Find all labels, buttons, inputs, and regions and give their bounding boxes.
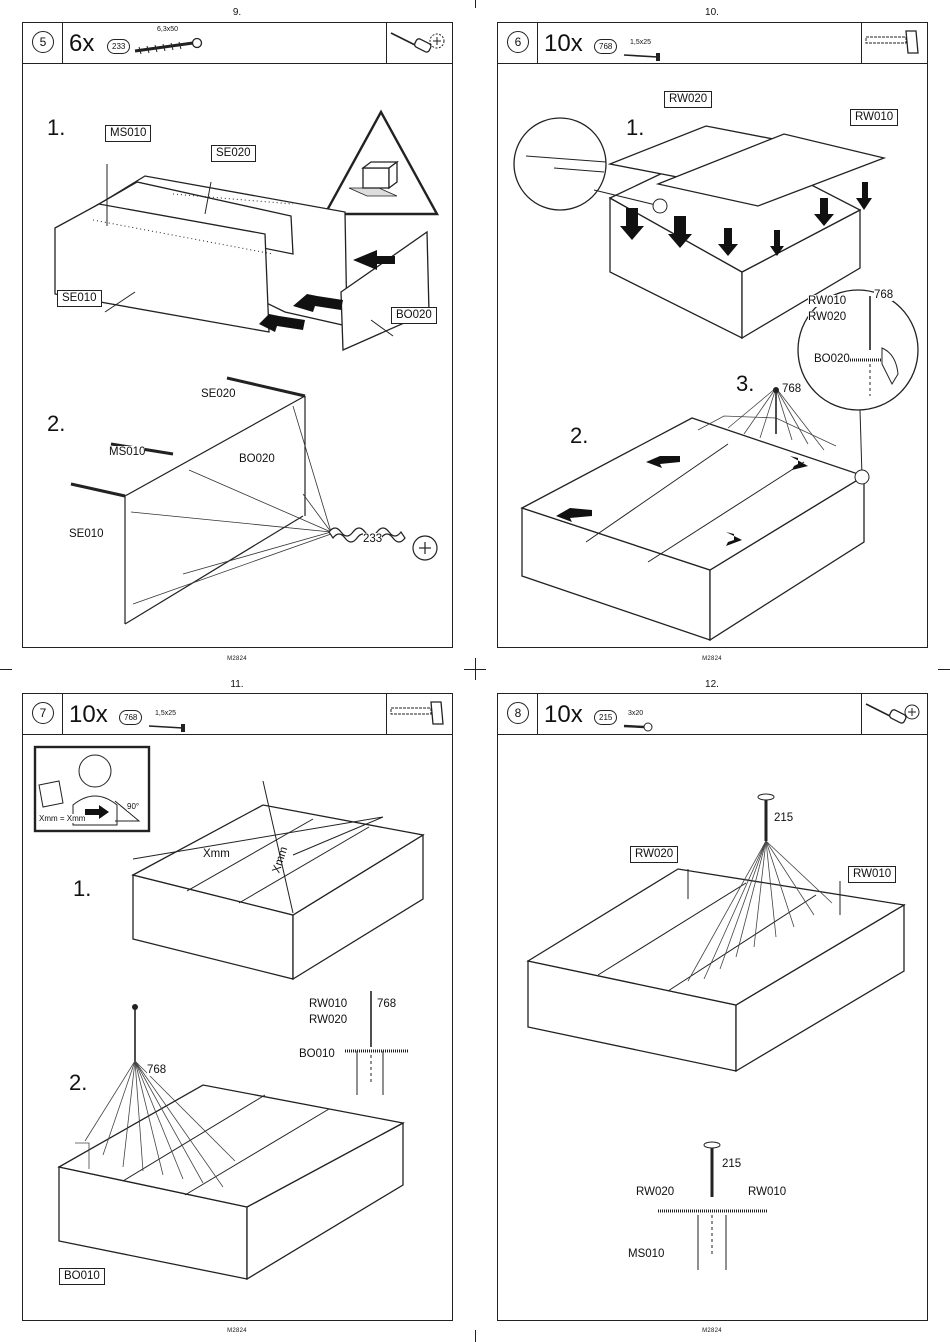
substep-number: 1. xyxy=(47,115,66,140)
part-size: 1,5x25 xyxy=(155,710,177,717)
footer-code: M2824 xyxy=(227,656,247,662)
part-label-se010: SE010 xyxy=(69,528,104,540)
assembly-illustration xyxy=(54,109,440,625)
assembly-illustration xyxy=(33,745,425,1281)
screwdriver-icon xyxy=(390,32,445,53)
part-size: 6,3x50 xyxy=(157,26,179,33)
screw-callout: 233 xyxy=(363,533,383,545)
crop-mark xyxy=(0,669,12,670)
part-code-badge: 768 xyxy=(119,710,143,725)
nail-icon xyxy=(623,53,660,61)
part-label-bo010: BO010 xyxy=(59,1268,105,1285)
part-label-rw010: RW010 xyxy=(850,109,899,126)
part-label-se010: SE010 xyxy=(57,290,102,307)
part-label-ms010: MS010 xyxy=(109,446,146,458)
page-number: 12. xyxy=(705,679,719,690)
detail-label-rw010: RW010 xyxy=(309,998,348,1010)
detail-label-bo010: BO010 xyxy=(299,1048,335,1060)
detail-label-rw010: RW010 xyxy=(748,1186,787,1198)
measure-equal-label: Xmm = Xmm xyxy=(39,814,86,823)
page-number: 9. xyxy=(232,7,242,18)
hammer-icon xyxy=(865,30,919,54)
crop-mark xyxy=(475,1330,476,1342)
part-label-bo020: BO020 xyxy=(391,307,437,324)
quantity: 10x xyxy=(544,30,583,57)
footer-code: M2824 xyxy=(702,656,722,662)
detail-label-rw010: RW010 xyxy=(808,295,847,307)
step-header: 6 10x 768 1,5x25 xyxy=(498,23,927,64)
part-code-badge: 768 xyxy=(594,39,618,54)
detail-label-215: 215 xyxy=(722,1158,742,1170)
quantity: 10x xyxy=(544,701,583,728)
detail-label-rw020: RW020 xyxy=(309,1014,348,1026)
part-size: 3x20 xyxy=(628,710,644,717)
screw-callout: 215 xyxy=(774,812,794,824)
step-header: 5 6x 233 6,3x50 xyxy=(23,23,452,64)
part-label-bo020: BO020 xyxy=(239,453,275,465)
screw-icon xyxy=(134,37,203,55)
screwdriver-icon xyxy=(865,703,920,724)
step-number: 6 xyxy=(507,31,529,53)
nail-callout: 768 xyxy=(782,383,802,395)
part-label-rw020: RW020 xyxy=(664,91,713,108)
substep-number: 2. xyxy=(47,411,66,436)
part-label-ms010: MS010 xyxy=(105,125,152,142)
substep-number: 2. xyxy=(570,423,589,448)
detail-label-rw020: RW020 xyxy=(636,1186,675,1198)
measure-label: Xmm xyxy=(203,848,230,860)
hammer-icon xyxy=(390,701,444,725)
detail-label-768: 768 xyxy=(377,998,397,1010)
instruction-panel-step-7: 7 10x 768 1,5x25 xyxy=(22,693,453,1321)
instruction-panel-step-6: 6 10x 768 1,5x25 xyxy=(497,22,928,648)
assembly-illustration xyxy=(513,117,919,642)
nail-callout: 768 xyxy=(147,1064,167,1076)
part-size: 1,5x25 xyxy=(630,39,652,46)
crop-mark xyxy=(938,669,950,670)
substep-number: 1. xyxy=(73,876,92,901)
crop-mark xyxy=(475,0,476,8)
substep-number: 1. xyxy=(626,115,645,140)
step-number: 5 xyxy=(32,31,54,53)
instruction-panel-step-8: 8 10x 215 3x20 xyxy=(497,693,928,1321)
detail-label-rw020: RW020 xyxy=(808,311,847,323)
part-code-badge: 215 xyxy=(594,710,618,725)
part-label-rw010: RW010 xyxy=(848,866,897,883)
step-number: 8 xyxy=(507,702,529,724)
nail-icon xyxy=(148,724,185,732)
page-number: 10. xyxy=(705,7,719,18)
substep-number: 3. xyxy=(736,371,755,396)
assembly-illustration xyxy=(526,793,906,1270)
substep-number: 2. xyxy=(69,1070,88,1095)
page-number: 11. xyxy=(230,679,244,690)
footer-code: M2824 xyxy=(227,1328,247,1334)
quantity: 6x xyxy=(69,30,95,57)
step-header: 8 10x 215 3x20 xyxy=(498,694,927,735)
detail-label-bo020: BO020 xyxy=(814,353,850,365)
screw-icon xyxy=(623,722,653,732)
crop-mark xyxy=(475,658,476,680)
part-label-se020: SE020 xyxy=(201,388,236,400)
detail-label-768: 768 xyxy=(874,289,894,301)
part-code-badge: 233 xyxy=(107,39,131,54)
quantity: 10x xyxy=(69,701,108,728)
part-label-rw020: RW020 xyxy=(630,846,679,863)
step-number: 7 xyxy=(32,702,54,724)
part-label-se020: SE020 xyxy=(211,145,256,162)
footer-code: M2824 xyxy=(702,1328,722,1334)
instruction-panel-step-5: 5 6x 233 6,3x50 xyxy=(22,22,453,648)
detail-label-ms010: MS010 xyxy=(628,1248,665,1260)
angle-label: 90° xyxy=(127,802,140,811)
step-header: 7 10x 768 1,5x25 xyxy=(23,694,452,735)
